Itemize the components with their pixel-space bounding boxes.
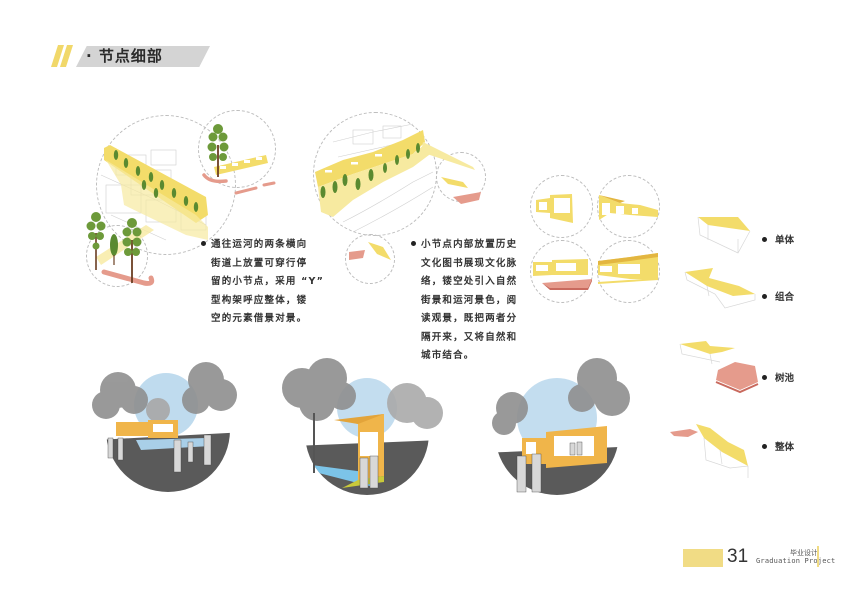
component-label-whole: 整体 (762, 439, 794, 453)
bullet-icon (762, 294, 767, 299)
component-label-group: 组合 (762, 289, 794, 303)
frame-detail-drawings (533, 194, 659, 290)
footer-title-en: Graduation Project (756, 557, 836, 565)
description-canal-node: 小节点内部放置历史 文化图书展现文化脉 络，镂空处引入自然 街景和运河景色，阅 … (411, 236, 517, 366)
bullet-icon (762, 444, 767, 449)
perspective-render-3 (492, 358, 630, 495)
dashed-circle (597, 175, 660, 238)
street-axonometric-drawing (86, 124, 276, 286)
dashed-circle (86, 225, 148, 287)
component-label-tree-pool: 树池 (762, 370, 794, 384)
header-bar (76, 46, 210, 67)
perspective-render-1 (92, 362, 237, 492)
component-label-single: 单体 (762, 232, 794, 246)
component-tree-pool-drawing (679, 341, 759, 394)
dashed-circle (345, 234, 395, 284)
canal-axonometric-drawing (315, 123, 481, 260)
dashed-circle (597, 240, 660, 303)
component-whole-drawing (670, 424, 749, 478)
footer-title-cn: 毕业设计 (790, 549, 818, 557)
bullet-icon (762, 237, 767, 242)
dashed-circle (530, 240, 593, 303)
bullet-icon (201, 241, 206, 246)
dashed-circle (530, 175, 593, 238)
page-number: 31 (727, 546, 749, 567)
bullet-icon (762, 375, 767, 380)
footer-divider (817, 546, 819, 567)
description-street-node: 通往运河的两条横向 街道上放置可穿行停 留的小节点，采用 “Y” 型构架呼应整体… (201, 236, 324, 329)
section-title: · 节点细部 (86, 47, 163, 65)
header-stripes-icon (51, 45, 73, 67)
component-single-drawing (697, 216, 751, 254)
bullet-icon (411, 241, 416, 246)
page-number-accent (683, 549, 723, 567)
component-group-drawing (684, 268, 756, 309)
dashed-circle (198, 110, 276, 188)
perspective-render-2 (282, 358, 443, 495)
